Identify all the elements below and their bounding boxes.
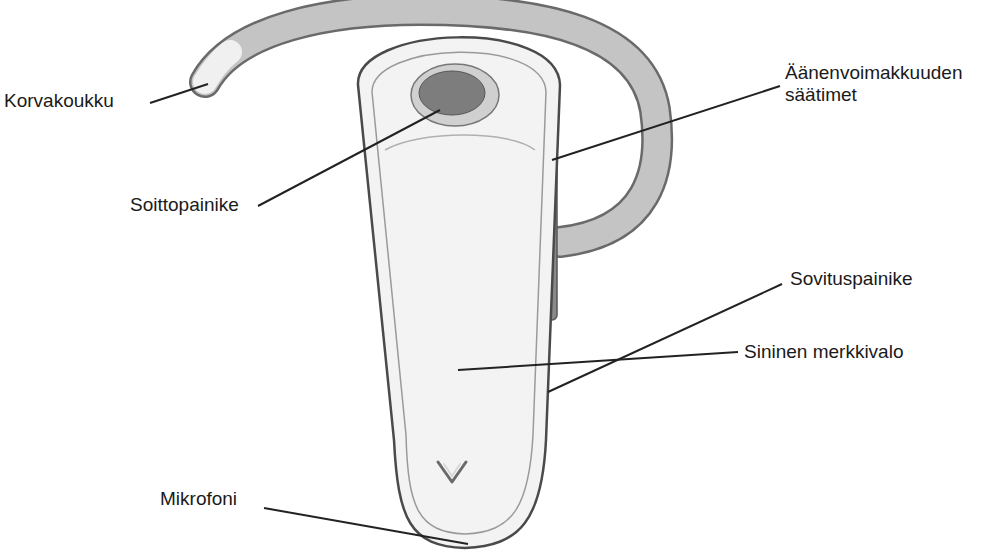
body-inner-edge (372, 52, 546, 534)
part-label: Mikrofoni (160, 488, 237, 510)
body-panel-line (385, 135, 535, 150)
part-label: Sininen merkkivalo (744, 341, 903, 363)
part-label: Sovituspainike (790, 268, 913, 290)
call-button (419, 71, 485, 115)
leader-lines (150, 84, 782, 544)
ear-hook-tip (205, 52, 230, 82)
blue-led-lens (444, 464, 460, 476)
headset-body (358, 37, 560, 548)
part-label: Soittopainike (130, 194, 239, 216)
part-label: Korvakoukku (4, 90, 114, 112)
blue-led (438, 462, 466, 482)
part-label: Äänenvoimakkuuden säätimet (785, 62, 1000, 106)
call-button-rim (411, 64, 499, 126)
